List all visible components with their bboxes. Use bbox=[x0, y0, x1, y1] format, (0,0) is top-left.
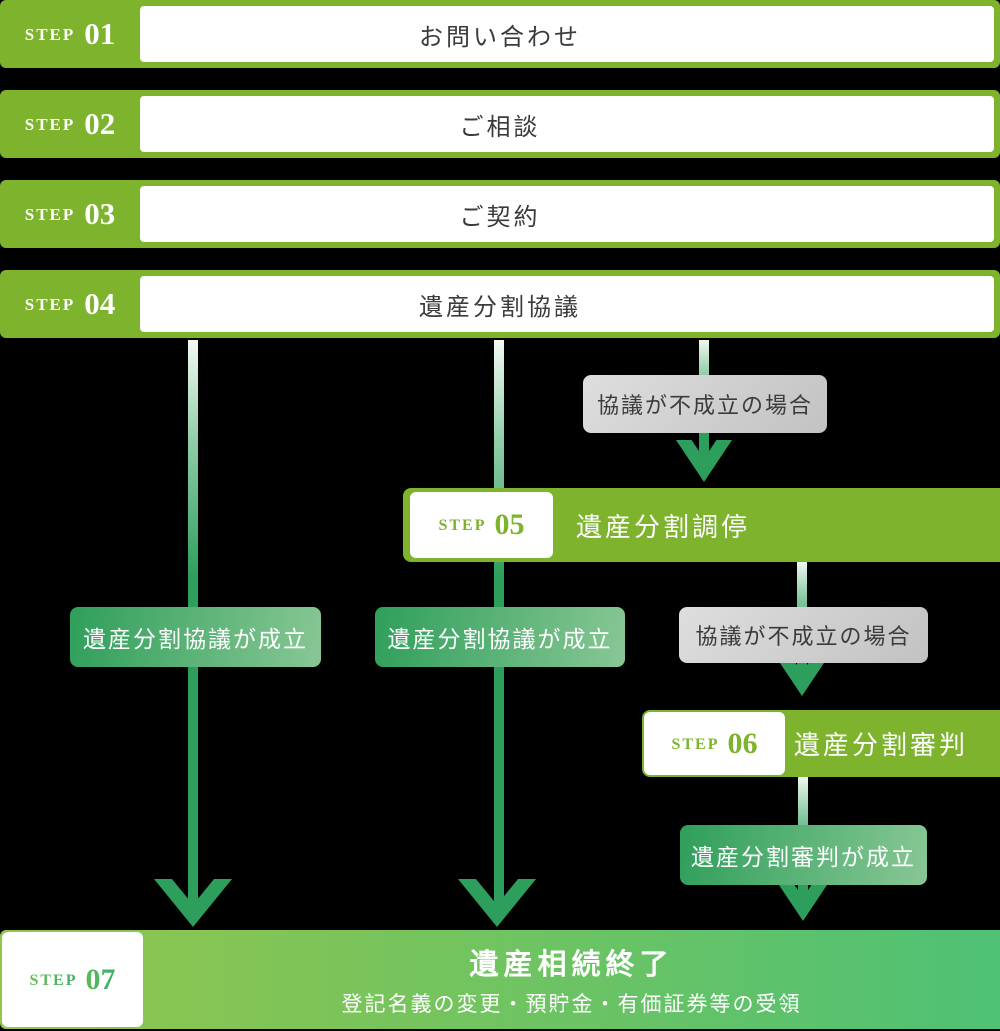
step-label: STEP bbox=[438, 517, 487, 534]
step-number: 03 bbox=[84, 196, 116, 231]
result-badge-text: 遺産分割協議が成立 bbox=[387, 627, 613, 652]
step-number: 01 bbox=[84, 16, 116, 51]
result-badge-judgement: 遺産分割審判が成立 bbox=[680, 825, 927, 885]
step-bar-07: STEP 07 遺産相続終了 登記名義の変更・預貯金・有価証券等の受領 bbox=[0, 930, 1000, 1029]
arrow-down-icon bbox=[774, 654, 830, 698]
step-title: 遺産分割審判 bbox=[794, 731, 969, 760]
step-label: STEP bbox=[671, 735, 720, 753]
step-label: STEP bbox=[24, 205, 76, 224]
step-number: 02 bbox=[84, 106, 116, 141]
step-tag: STEP 06 bbox=[644, 712, 785, 775]
step-title: ご契約 bbox=[459, 204, 541, 231]
step-title: 遺産分割協議 bbox=[419, 294, 581, 321]
step-tag: STEP 04 bbox=[0, 270, 140, 338]
step-number: 07 bbox=[85, 962, 116, 996]
condition-badge-text: 協議が不成立の場合 bbox=[695, 624, 912, 649]
arrow-down-icon bbox=[775, 879, 831, 923]
step-label: STEP bbox=[29, 971, 78, 989]
step-bar-02: STEP 02 ご相談 bbox=[0, 90, 1000, 158]
condition-badge-1: 協議が不成立の場合 bbox=[583, 375, 827, 433]
step-tag: STEP 02 bbox=[0, 90, 140, 158]
step-number: 06 bbox=[727, 726, 758, 760]
step-tag: STEP 01 bbox=[0, 0, 140, 68]
result-badge-text: 遺産分割協議が成立 bbox=[83, 627, 308, 652]
step-label: STEP bbox=[24, 115, 76, 134]
result-badge-text: 遺産分割審判が成立 bbox=[691, 845, 916, 870]
step-title: 遺産分割調停 bbox=[576, 512, 751, 542]
result-badge-middle: 遺産分割協議が成立 bbox=[375, 607, 625, 667]
final-step-text: 遺産相続終了 登記名義の変更・預貯金・有価証券等の受領 bbox=[143, 930, 1000, 1029]
step-bar-04: STEP 04 遺産分割協議 bbox=[0, 270, 1000, 338]
step-title: お問い合わせ bbox=[419, 24, 581, 51]
arrow-down-icon bbox=[676, 440, 732, 484]
step-label: STEP bbox=[24, 295, 76, 314]
condition-badge-2: 協議が不成立の場合 bbox=[679, 607, 928, 663]
step-bar-01: STEP 01 お問い合わせ bbox=[0, 0, 1000, 68]
step-number: 04 bbox=[84, 286, 116, 321]
step-bar-content bbox=[140, 6, 994, 62]
step-bar-content bbox=[140, 96, 994, 152]
step-bar-06: STEP 06 遺産分割審判 bbox=[642, 710, 1000, 777]
step-tag: STEP 07 bbox=[2, 932, 143, 1027]
step-title: ご相談 bbox=[459, 114, 541, 141]
arrow-down-icon bbox=[458, 879, 536, 927]
step-bar-05: STEP 05 遺産分割調停 bbox=[403, 488, 1000, 562]
step-number: 05 bbox=[494, 508, 525, 541]
result-badge-left: 遺産分割協議が成立 bbox=[70, 607, 321, 667]
step-bar-content bbox=[140, 276, 994, 332]
condition-badge-text: 協議が不成立の場合 bbox=[596, 393, 813, 418]
step-tag: STEP 03 bbox=[0, 180, 140, 248]
arrow-down-icon bbox=[154, 879, 232, 927]
step-subtitle: 登記名義の変更・預貯金・有価証券等の受領 bbox=[341, 992, 802, 1016]
step-bar-03: STEP 03 ご契約 bbox=[0, 180, 1000, 248]
step-tag: STEP 05 bbox=[410, 492, 553, 558]
step-title: 遺産相続終了 bbox=[469, 949, 674, 981]
step-label: STEP bbox=[24, 25, 76, 44]
step-bar-content bbox=[140, 186, 994, 242]
